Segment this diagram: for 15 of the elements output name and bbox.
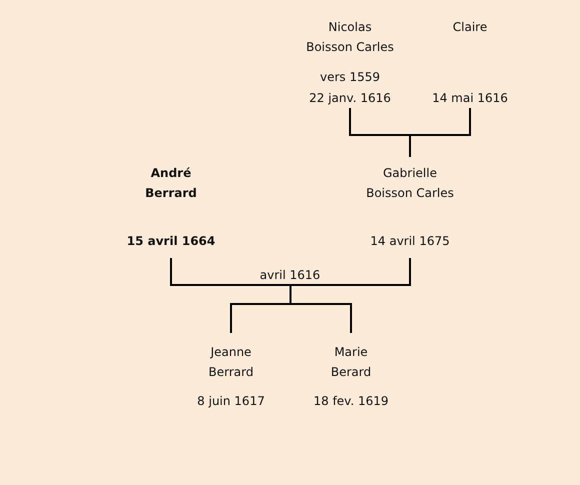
person-name: Gabrielle Boisson Carles	[365, 165, 455, 202]
date-text: 14 mai 1616	[431, 90, 509, 107]
date-text: vers 1559	[318, 69, 382, 86]
person-name: Nicolas Boisson Carles	[305, 19, 395, 56]
date-text: 8 juin 1617	[196, 393, 266, 410]
person-name: Jeanne Berrard	[208, 344, 254, 381]
date-text: 14 avril 1675	[369, 233, 451, 250]
marriage-date: avril 1616	[258, 267, 322, 283]
person-name: Marie Berard	[330, 344, 372, 381]
date-text: 15 avril 1664	[126, 233, 216, 250]
date-text: 22 janv. 1616	[308, 90, 392, 107]
person-name: Claire	[452, 19, 488, 36]
date-text: 18 fev. 1619	[312, 393, 390, 410]
person-name: André Berrard	[144, 165, 198, 202]
family-line	[409, 108, 471, 157]
